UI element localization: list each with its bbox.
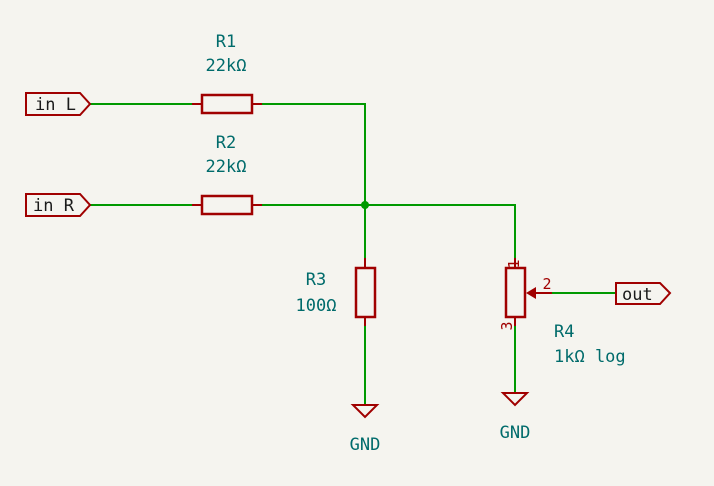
- resistor-r3-body: [354, 266, 377, 319]
- resistor-r2[interactable]: R2 22kΩ: [192, 133, 262, 216]
- resistor-r3[interactable]: R3 100Ω: [296, 258, 377, 326]
- resistor-r2-value: 22kΩ: [206, 157, 247, 177]
- port-in-l[interactable]: in L: [25, 92, 92, 116]
- resistor-r1-value: 22kΩ: [206, 56, 247, 76]
- potentiometer-r4[interactable]: 1 2 3 R4 1kΩ log: [498, 258, 626, 367]
- junction-dot: [361, 201, 369, 209]
- wire-r2-to-node: [262, 204, 516, 258]
- port-in-r[interactable]: in R: [25, 193, 92, 217]
- gnd-symbol-r3[interactable]: GND: [350, 404, 381, 455]
- wire-r1-to-node: [262, 103, 366, 205]
- ground-icon: [350, 404, 380, 419]
- potentiometer-r4-ref: R4: [554, 322, 574, 342]
- gnd-symbol-r4[interactable]: GND: [500, 392, 531, 443]
- port-out-label: out: [622, 285, 653, 305]
- wires: [88, 103, 616, 405]
- gnd-r4-label: GND: [500, 423, 531, 443]
- ground-icon: [500, 392, 530, 407]
- potentiometer-r4-pin1: 1: [505, 259, 523, 268]
- port-in-l-label: in L: [35, 95, 76, 115]
- resistor-r2-body: [200, 194, 254, 216]
- potentiometer-r4-pin3: 3: [498, 321, 516, 330]
- wiper-arrow-icon: [526, 287, 536, 299]
- port-in-r-label: in R: [33, 196, 75, 216]
- port-out[interactable]: out: [615, 282, 672, 305]
- resistor-r1-ref: R1: [216, 32, 236, 52]
- potentiometer-r4-body: [504, 266, 527, 319]
- potentiometer-r4-value: 1kΩ log: [554, 347, 626, 367]
- gnd-r3-label: GND: [350, 435, 381, 455]
- resistor-r2-ref: R2: [216, 133, 236, 153]
- resistor-r1-body: [200, 93, 254, 115]
- resistor-r1[interactable]: R1 22kΩ: [192, 32, 262, 115]
- resistor-r3-ref: R3: [306, 270, 326, 290]
- resistor-r3-value: 100Ω: [296, 296, 337, 316]
- potentiometer-r4-pin2: 2: [542, 275, 551, 293]
